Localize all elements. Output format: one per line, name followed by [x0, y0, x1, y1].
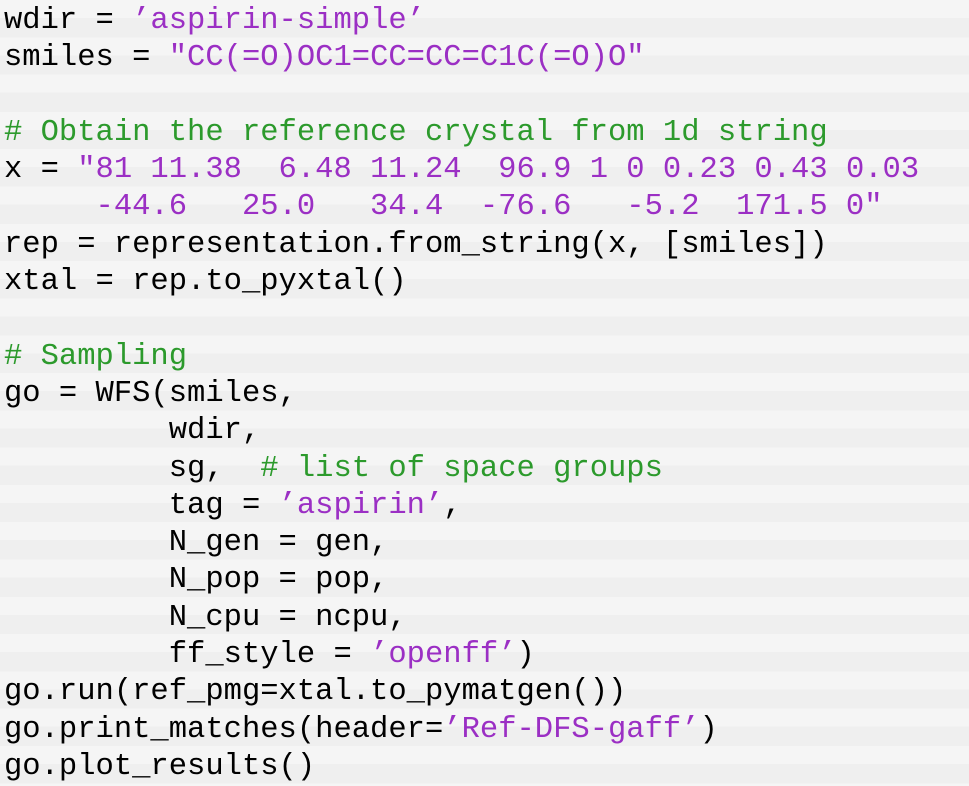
code-line: ff_style = ’openff’)	[4, 637, 969, 674]
code-text: ,	[443, 488, 462, 523]
code-line: N_cpu = ncpu,	[4, 600, 969, 637]
code-line: go.print_matches(header=’Ref-DFS-gaff’)	[4, 712, 969, 749]
code-line: go.plot_results()	[4, 749, 969, 786]
code-text: go = WFS(smiles,	[4, 376, 297, 411]
code-line	[4, 301, 969, 338]
code-string: "CC(=O)OC1=CC=CC=C1C(=O)O"	[168, 41, 645, 76]
code-line: -44.6 25.0 34.4 -76.6 -5.2 171.5 0"	[4, 189, 969, 226]
code-text: rep = representation.from_string(x, [smi…	[4, 227, 828, 262]
code-string: "81 11.38 6.48 11.24 96.9 1 0 0.23 0.43 …	[77, 153, 920, 188]
code-text: go.run(ref_pmg=xtal.to_pymatgen())	[4, 675, 627, 710]
code-string: -44.6 25.0 34.4 -76.6 -5.2 171.5 0"	[4, 190, 883, 225]
code-line: # Obtain the reference crystal from 1d s…	[4, 115, 969, 152]
code-line: rep = representation.from_string(x, [smi…	[4, 227, 969, 264]
code-line: wdir,	[4, 413, 969, 450]
code-text: smiles =	[4, 41, 169, 76]
code-text: wdir =	[4, 4, 133, 38]
code-text: x =	[4, 153, 78, 188]
code-line	[4, 78, 969, 115]
code-comment: # list of space groups	[260, 451, 663, 486]
code-text: N_cpu = ncpu,	[4, 600, 407, 635]
code-string: ’aspirin-simple’	[132, 4, 425, 38]
code-line: # Sampling	[4, 339, 969, 376]
code-line: wdir = ’aspirin-simple’	[4, 3, 969, 40]
code-text: wdir,	[4, 414, 261, 449]
code-text: tag =	[4, 488, 279, 523]
code-line: xtal = rep.to_pyxtal()	[4, 264, 969, 301]
code-line: smiles = "CC(=O)OC1=CC=CC=C1C(=O)O"	[4, 40, 969, 77]
code-string: ’Ref-DFS-gaff’	[443, 712, 700, 747]
code-string: ’openff’	[370, 638, 517, 673]
code-text: sg,	[4, 451, 261, 486]
code-text: ff_style =	[4, 638, 371, 673]
code-line: tag = ’aspirin’,	[4, 488, 969, 525]
code-text: xtal = rep.to_pyxtal()	[4, 265, 407, 300]
code-line: sg, # list of space groups	[4, 451, 969, 488]
code-text: N_pop = pop,	[4, 563, 389, 598]
code-comment: # Obtain the reference crystal from 1d s…	[4, 115, 828, 150]
code-line: go = WFS(smiles,	[4, 376, 969, 413]
code-text: )	[516, 638, 535, 673]
code-text: go.print_matches(header=	[4, 712, 444, 747]
code-comment: # Sampling	[4, 339, 188, 374]
code-string: ’aspirin’	[278, 488, 444, 523]
code-text: )	[699, 712, 718, 747]
code-line: N_pop = pop,	[4, 562, 969, 599]
code-line: N_gen = gen,	[4, 525, 969, 562]
code-text: go.plot_results()	[4, 749, 316, 784]
code-line: go.run(ref_pmg=xtal.to_pymatgen())	[4, 674, 969, 711]
code-text: N_gen = gen,	[4, 526, 389, 561]
code-line: x = "81 11.38 6.48 11.24 96.9 1 0 0.23 0…	[4, 152, 969, 189]
